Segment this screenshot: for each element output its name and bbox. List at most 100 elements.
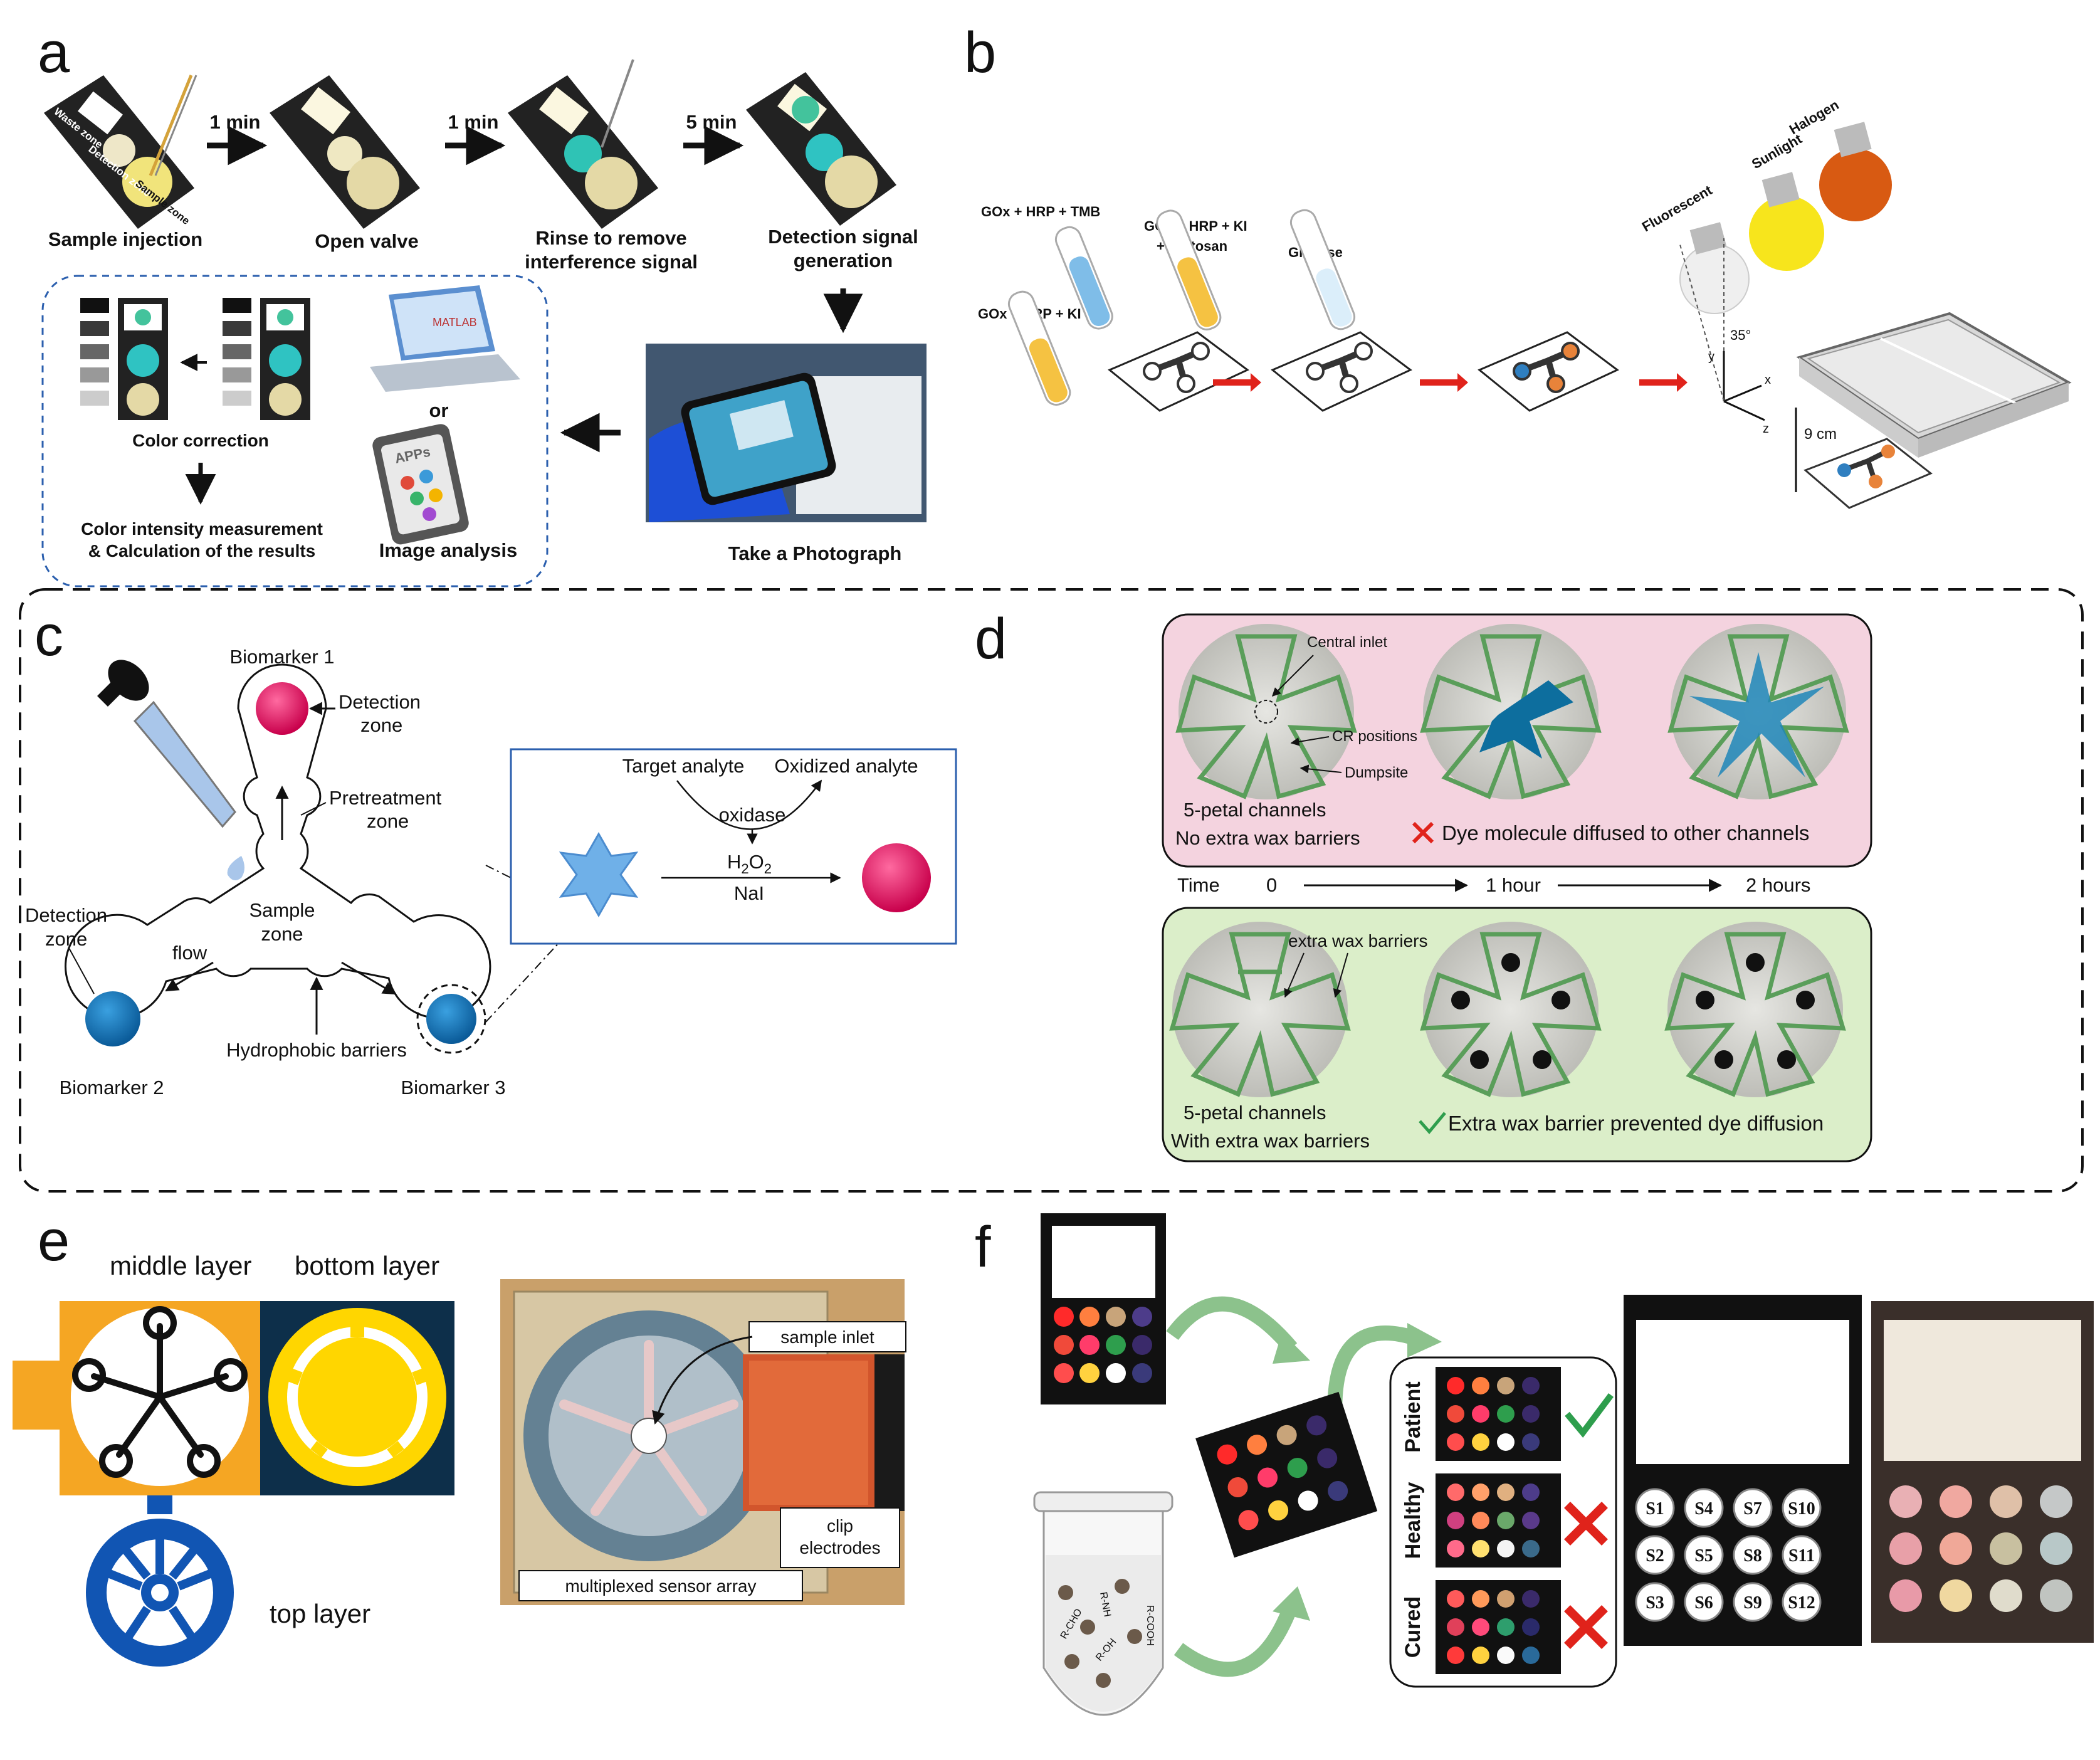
green-arrow-1-head: [1273, 1332, 1310, 1364]
flow-label: flow: [172, 942, 207, 964]
green-arrow-2-head: [1407, 1323, 1442, 1357]
h2o2-formula: H2O2: [727, 851, 772, 877]
dish-top-0: [1175, 624, 1357, 799]
oxidase: oxidase: [719, 804, 786, 826]
time-1: 1 min: [210, 111, 261, 133]
color-card-raw: [223, 298, 310, 420]
sensor-circle-s8: [1733, 1535, 1773, 1575]
detection-ring-right: [416, 984, 486, 1054]
laptop-icon: MATLAB: [370, 285, 520, 392]
pretreatment-leader: [300, 802, 327, 816]
red-arrow-b-1: [1213, 373, 1261, 392]
sample-tube: [1033, 1491, 1173, 1716]
result-line-1: Color intensity measurement: [81, 519, 323, 539]
arrow-e-inlet: [652, 1336, 753, 1425]
tilted-array-card: [1195, 1391, 1378, 1558]
distance-label: 9 cm: [1804, 426, 1837, 443]
clip-box: [780, 1507, 900, 1568]
top-caption-2: No extra wax barriers: [1175, 827, 1360, 849]
cross-icon: [1412, 821, 1434, 844]
real-array-photo: [1871, 1301, 2094, 1643]
oxidized-sphere: [862, 843, 931, 912]
panel-d-letter: d: [975, 607, 1007, 671]
zoom-line-1: [485, 940, 562, 1023]
light-sunlight: Sunlight: [1749, 130, 1805, 172]
top-result: Dye molecule diffused to other channels: [1442, 821, 1809, 845]
detection-zone-left-1: Detection: [25, 904, 107, 926]
bottom-layer-label: bottom layer: [295, 1251, 439, 1280]
biomarker-1: Biomarker 1: [229, 646, 334, 668]
sensor-label-s10: S10: [1788, 1499, 1815, 1519]
green-arrow-1: [1166, 1296, 1298, 1353]
green-arrow-3-head: [1273, 1586, 1310, 1621]
arrow-c-flow-left: [165, 961, 214, 992]
bulb-fluorescent: [1679, 222, 1750, 314]
panel-f-letter: f: [975, 1215, 991, 1279]
hydrophobic-barriers: Hydrophobic barriers: [226, 1039, 407, 1061]
detection-zone-top-1: Detection: [339, 691, 421, 713]
tube-yellow-mid: [1156, 209, 1222, 331]
sensor-label-s9: S9: [1743, 1593, 1762, 1613]
sensor-circle-s2: [1635, 1535, 1675, 1575]
image-analysis: Image analysis: [379, 539, 518, 561]
dumpsite: Dumpsite: [1345, 764, 1408, 781]
sensor-circle-s5: [1684, 1535, 1724, 1575]
r-cooh: R-COOH: [1145, 1605, 1155, 1646]
step-open-valve: Open valve: [315, 230, 418, 252]
bottom-result: Extra wax barrier prevented dye diffusio…: [1448, 1112, 1824, 1135]
arrow-d-dump: [1299, 764, 1342, 774]
dish-top-1: [1420, 624, 1602, 799]
result-card-cured: [1436, 1580, 1561, 1674]
reagent-tmb: GOx + HRP + TMB: [981, 204, 1100, 219]
bottom-layer: [260, 1301, 454, 1495]
panel-a: a Waste zone Detection zone Sample zone …: [38, 21, 927, 588]
sensor-circle-s4: [1684, 1488, 1724, 1528]
star-nanoparticle: [559, 831, 639, 918]
top-layer-label: top layer: [270, 1599, 370, 1628]
sensor-circle-s6: [1684, 1582, 1724, 1622]
biomarker-2: Biomarker 2: [59, 1077, 164, 1099]
r-nh2: R-NH: [1098, 1591, 1113, 1618]
panel-a-letter: a: [38, 21, 70, 85]
sensor-label-s2: S2: [1646, 1546, 1664, 1566]
biomarker-3: Biomarker 3: [401, 1077, 505, 1099]
detection-dot-magenta: [256, 682, 308, 735]
step-rinse-line1: Rinse to remove: [535, 227, 686, 249]
time-2hours: 2 hours: [1746, 874, 1810, 896]
sensor-label-s3: S3: [1646, 1593, 1664, 1613]
step-detection-line1: Detection signal: [768, 226, 918, 248]
step-detection-line2: generation: [794, 250, 893, 271]
group-patient: Patient: [1401, 1381, 1425, 1452]
detection-dot-blue-left: [85, 991, 140, 1046]
panel-b: b GOx + HRP + TMB GOx + HRP + KI GOx + H…: [964, 21, 2072, 509]
time-1hour: 1 hour: [1486, 874, 1541, 896]
sensor-circle-s12: [1782, 1582, 1822, 1622]
dish-bottom-0: [1169, 922, 1351, 1097]
extra-wax-label: extra wax barriers: [1288, 931, 1428, 951]
clip-label-1: clip: [827, 1516, 853, 1536]
cd-dashed-box: [19, 588, 2084, 1193]
dish-top-2: [1667, 624, 1849, 799]
dropper-icon: [97, 660, 244, 880]
red-arrow-b-3: [1639, 373, 1688, 392]
array-label: multiplexed sensor array: [565, 1576, 756, 1596]
tube-yellow-left: [1007, 290, 1071, 406]
arrow-d-cr: [1290, 736, 1330, 746]
result-line-2: & Calculation of the results: [88, 541, 316, 561]
time-3: 5 min: [686, 111, 737, 133]
sample-zone-1: Sample: [249, 899, 315, 921]
or-label: or: [429, 399, 449, 421]
chip-step-1: Waste zone Detection zone Sample zone: [44, 75, 197, 229]
imaging-box: [1795, 312, 2072, 509]
detection-zone-left-2: zone: [45, 928, 87, 950]
axis-y: y: [1708, 350, 1714, 364]
tube-blue: [1054, 226, 1113, 330]
sensor-circle-s3: [1635, 1582, 1675, 1622]
bulb-sunlight: [1749, 172, 1824, 271]
detection-left-leader: [68, 947, 95, 994]
sensor-label-s7: S7: [1743, 1499, 1762, 1519]
angle-label: 35°: [1730, 327, 1751, 343]
axis-x: x: [1765, 373, 1771, 387]
middle-layer: [13, 1301, 260, 1495]
central-inlet: Central inlet: [1307, 634, 1387, 651]
